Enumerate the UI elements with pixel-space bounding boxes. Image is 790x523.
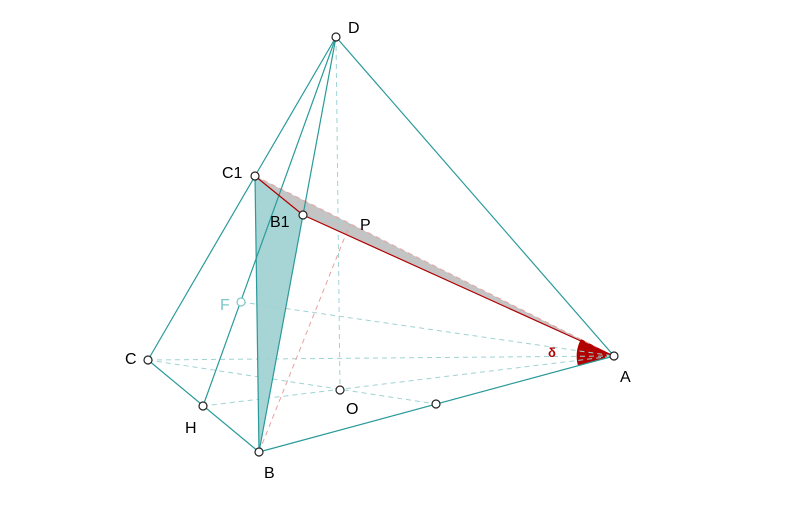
edge-C1-B1 (254, 175, 304, 216)
point-O (335, 385, 345, 395)
points (143, 32, 619, 457)
hidden-edges (147, 36, 615, 453)
edge-D-C1 (254, 36, 337, 177)
label-O: O (346, 401, 358, 418)
hidden-edge-C-M (147, 359, 437, 405)
edge-C1-B (254, 175, 260, 453)
hidden-edge-B1-P (302, 214, 351, 225)
point-B (254, 447, 264, 457)
edge-D-A (335, 36, 615, 357)
point-C (143, 355, 153, 365)
edge-D-B1 (302, 36, 337, 216)
label-F: F (220, 297, 230, 314)
label-B: B (264, 465, 275, 482)
angle-delta-sector (576, 339, 614, 366)
point-labels: D C1 B1 P F C A O H B δ (125, 20, 631, 482)
edge-B1-B (258, 214, 304, 453)
point-D (331, 32, 341, 42)
section-triangle-fill (255, 176, 303, 452)
hidden-edge-C-A (147, 355, 615, 361)
hidden-edge-C1-A (254, 175, 615, 357)
label-C: C (125, 351, 137, 368)
hidden-edge-D-O (335, 36, 341, 391)
edge-C1-C (147, 175, 256, 361)
label-P: P (360, 217, 371, 234)
point-F (236, 297, 246, 307)
point-A (609, 351, 619, 361)
label-angle-delta: δ (548, 345, 556, 360)
label-A: A (620, 369, 631, 386)
label-D: D (348, 20, 360, 37)
label-B1: B1 (270, 214, 290, 231)
label-C1: C1 (222, 165, 243, 182)
point-H (198, 401, 208, 411)
edge-B1-A (302, 214, 615, 357)
point-C1 (250, 171, 260, 181)
label-H: H (185, 420, 197, 437)
hidden-edge-B-P (258, 223, 351, 453)
hidden-edge-H-A (202, 355, 615, 407)
point-B1 (298, 210, 308, 220)
edge-D-H (202, 36, 337, 407)
point-M (431, 399, 441, 409)
